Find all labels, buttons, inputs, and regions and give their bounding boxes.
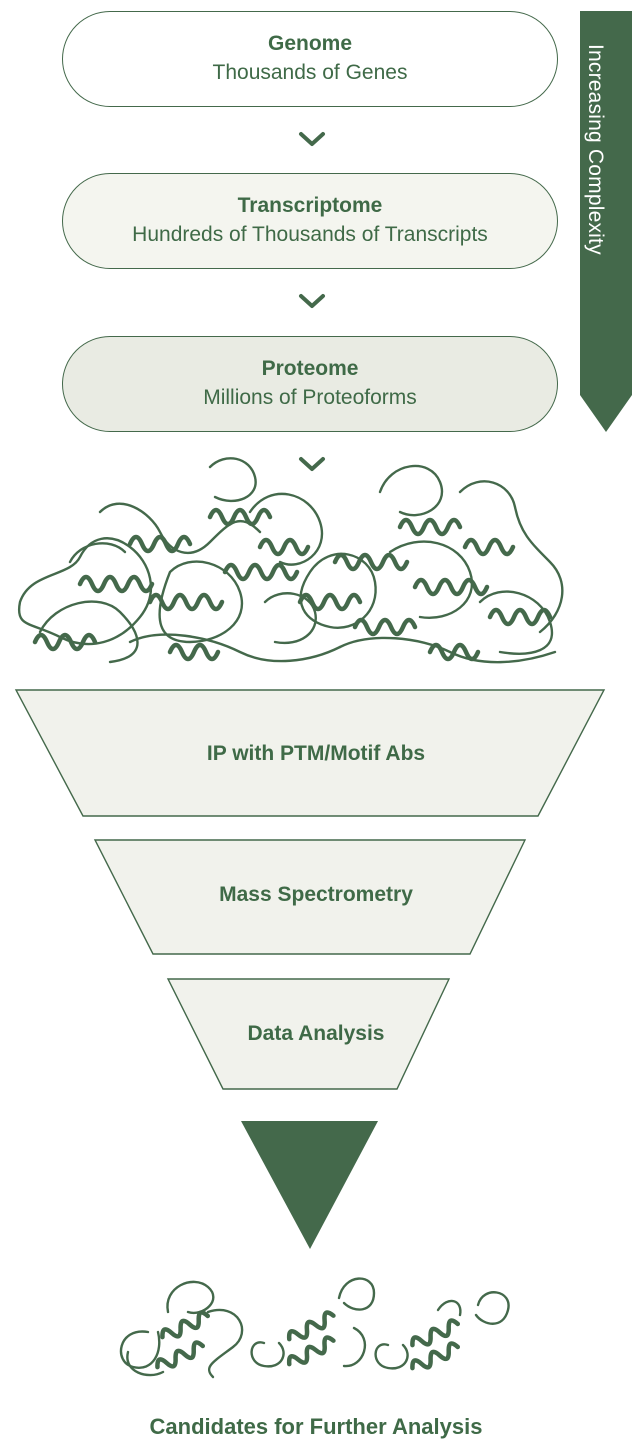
transcriptome-title: Transcriptome	[237, 194, 383, 217]
chevron-down-icon	[299, 132, 325, 146]
increasing-complexity-label: Increasing Complexity	[584, 44, 607, 255]
protein-candidate-icon	[250, 1277, 376, 1368]
genome-title: Genome	[267, 32, 353, 55]
proteome-title: Proteome	[261, 357, 359, 380]
proteome-subtitle: Millions of Proteoforms	[203, 386, 417, 409]
result-arrow-triangle	[241, 1121, 378, 1249]
chevron-down-icon	[299, 457, 325, 471]
proteome-box: Proteome Millions of Proteoforms	[62, 336, 558, 432]
result-label: Candidates for Further Analysis	[149, 1414, 483, 1439]
protein-candidate-icon	[119, 1280, 244, 1379]
transcriptome-box: Transcriptome Hundreds of Thousands of T…	[62, 173, 558, 269]
protein-candidate-icon	[374, 1291, 510, 1371]
protein-cluster-illustration	[17, 457, 564, 664]
transcriptome-subtitle: Hundreds of Thousands of Transcripts	[132, 223, 488, 246]
funnel-stage-1-label: IP with PTM/Motif Abs	[206, 742, 426, 765]
funnel-stage-3-shape	[166, 978, 451, 1090]
funnel-stage-2-shape	[93, 839, 527, 955]
funnel-stage-3-label: Data Analysis	[247, 1022, 385, 1045]
funnel-stage-1-shape	[14, 689, 606, 817]
chevron-down-icon	[299, 294, 325, 308]
genome-subtitle: Thousands of Genes	[212, 61, 408, 84]
increasing-complexity-arrow	[580, 11, 632, 432]
funnel-stage-2-label: Mass Spectrometry	[219, 883, 413, 906]
genome-box: Genome Thousands of Genes	[62, 11, 558, 107]
